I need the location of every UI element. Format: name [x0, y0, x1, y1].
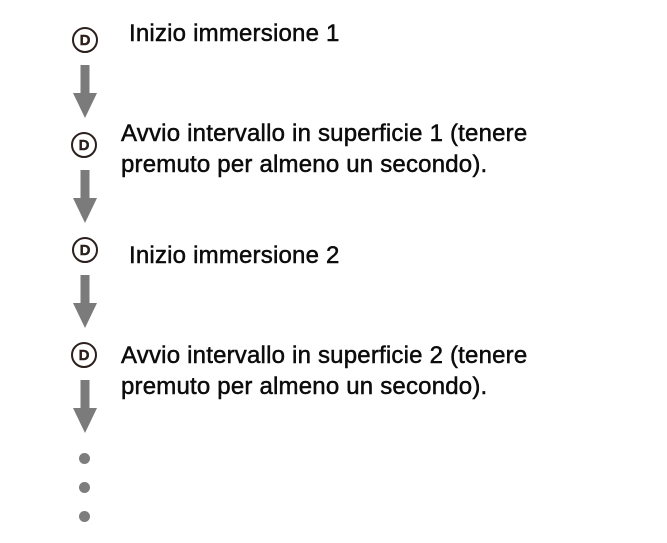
d-button-icon: D [72, 27, 98, 53]
down-arrow-icon [73, 380, 97, 433]
ellipsis-dot [79, 482, 90, 493]
down-arrow-icon [73, 65, 97, 118]
down-arrow-icon [73, 275, 97, 328]
d-button-icon-letter: D [78, 346, 90, 364]
d-button-icon-letter: D [78, 136, 90, 154]
d-button-icon: D [72, 237, 98, 263]
step-label-surface-interval-2: Avvio intervallo in superficie 2 (tenere… [121, 342, 528, 401]
step-label-surface-interval-1: Avvio intervallo in superficie 1 (tenere… [121, 120, 528, 179]
down-arrow-icon [73, 170, 97, 223]
d-button-icon: D [71, 342, 97, 368]
ellipsis-dot [79, 453, 90, 464]
d-button-icon-letter: D [79, 31, 91, 49]
d-button-icon: D [71, 132, 97, 158]
ellipsis-dot [79, 511, 90, 522]
step-label-dive-start-1: Inizio immersione 1 [129, 20, 340, 48]
d-button-icon-letter: D [79, 241, 91, 259]
step-label-dive-start-2: Inizio immersione 2 [129, 242, 340, 270]
